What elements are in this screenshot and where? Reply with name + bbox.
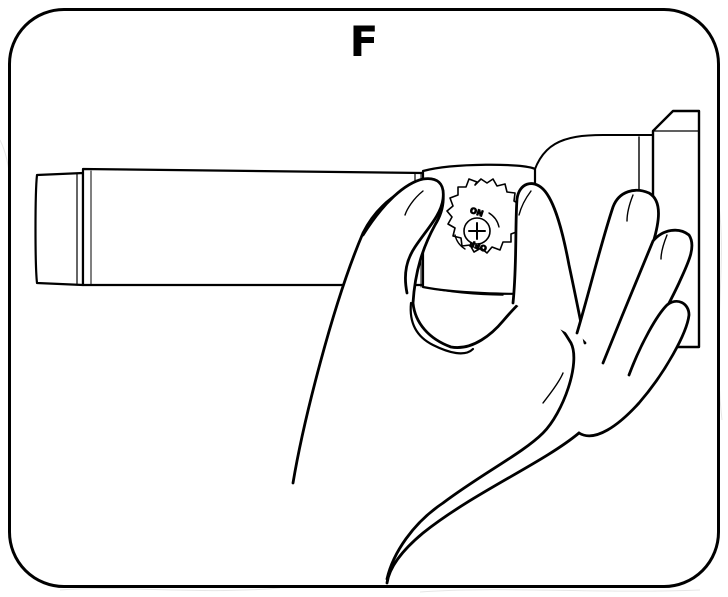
hand <box>291 177 694 585</box>
lever-and-hand-drawing: ON OFF <box>34 109 701 585</box>
rotary-switch: ON OFF <box>446 178 523 254</box>
instruction-panel: F <box>8 8 720 588</box>
step-label: F <box>349 17 379 66</box>
